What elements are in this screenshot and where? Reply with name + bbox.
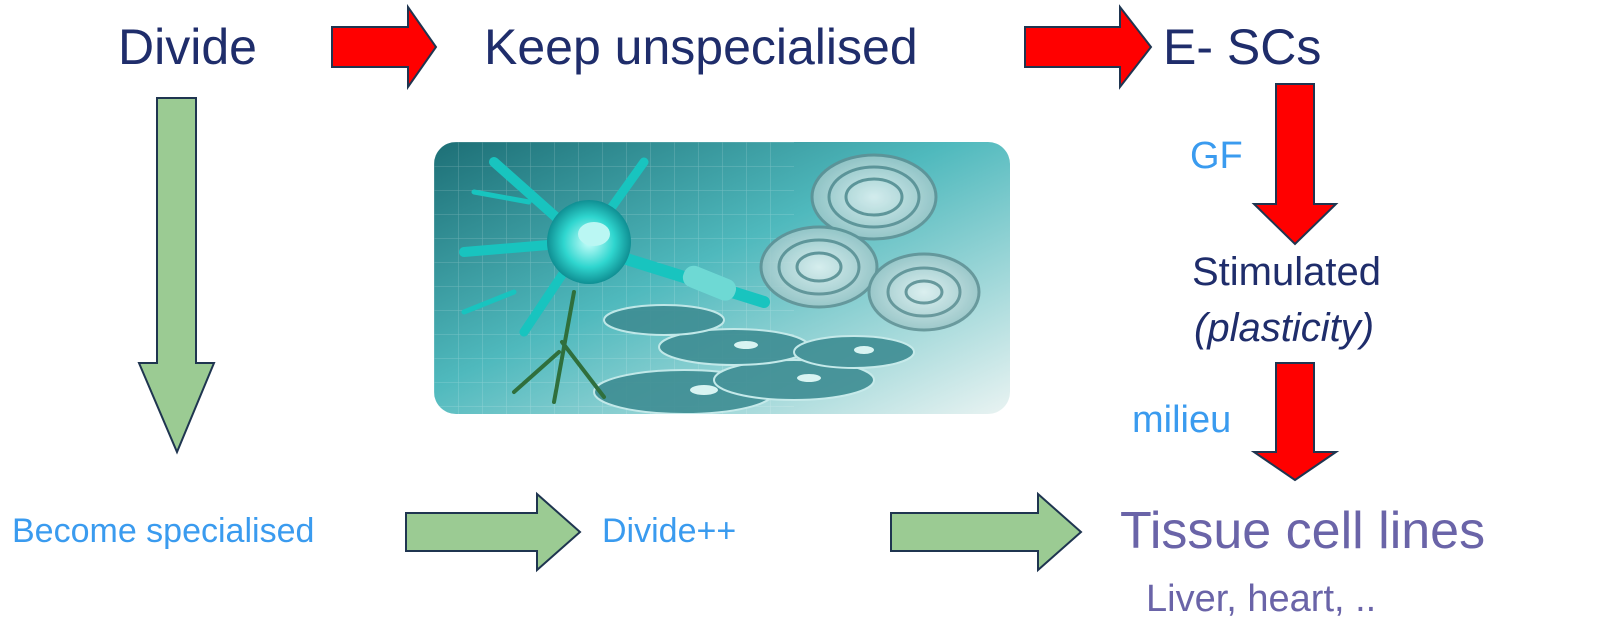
- divide-label: Divide: [118, 19, 257, 75]
- stem-cell-illustration: [434, 142, 1010, 414]
- green-arrow-specialised-to-divide: [405, 491, 582, 573]
- tissue-examples-label: Liver, heart, ..: [1146, 578, 1377, 620]
- escs-label: E- SCs: [1163, 19, 1322, 75]
- green-arrow-divide-to-specialised: [137, 97, 216, 455]
- keep-unspecialised-label: Keep unspecialised: [484, 19, 918, 75]
- plasticity-label: (plasticity): [1194, 306, 1375, 350]
- tissue-cell-lines-label: Tissue cell lines: [1120, 502, 1486, 560]
- stimulated-label: Stimulated: [1192, 250, 1381, 294]
- red-arrow-stimulated-to-tissue: [1250, 362, 1340, 482]
- milieu-label: milieu: [1132, 399, 1232, 441]
- divide-plus-plus-label: Divide++: [602, 512, 737, 550]
- green-arrow-divide-to-tissue: [890, 491, 1083, 573]
- red-arrow-keep-to-escs: [1024, 4, 1153, 90]
- red-arrow-divide-to-keep: [331, 3, 438, 91]
- gf-label: GF: [1190, 135, 1243, 177]
- red-arrow-escs-to-stimulated: [1251, 83, 1339, 246]
- become-specialised-label: Become specialised: [12, 512, 315, 550]
